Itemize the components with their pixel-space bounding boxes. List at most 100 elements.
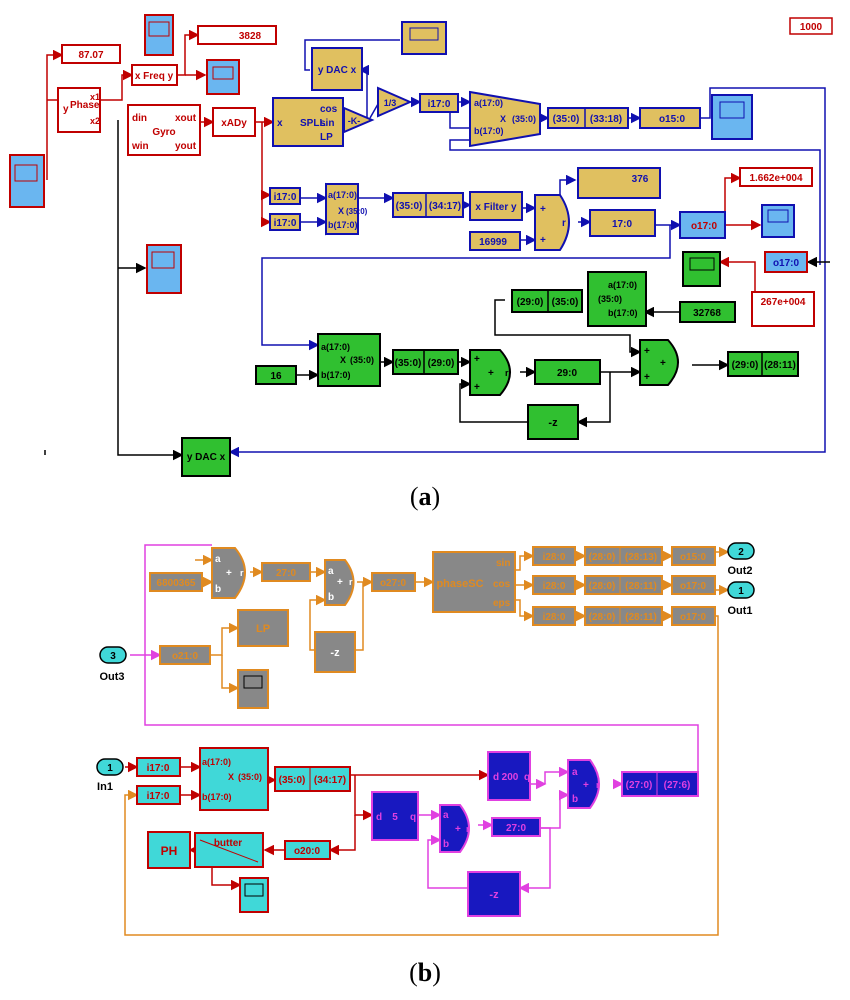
svg-text:win: win <box>131 141 149 152</box>
svg-text:16999: 16999 <box>479 237 507 248</box>
block-o15: o15:0 <box>671 546 716 566</box>
block-mult-mid: a(17:0) X (35:0) b(17:0) <box>325 182 368 236</box>
svg-text:i28:0: i28:0 <box>543 612 566 623</box>
block-slice-mid: (35:0) (34:17) <box>392 192 464 218</box>
svg-text:b: b <box>443 839 449 850</box>
svg-text:+: + <box>644 346 650 357</box>
svg-text:x2: x2 <box>90 116 100 126</box>
block-mult-green-top: a(17:0) (35:0) b(17:0) <box>587 271 647 327</box>
svg-text:d: d <box>493 772 499 783</box>
scope-right <box>761 204 795 238</box>
display-filter: 376 <box>577 167 661 199</box>
svg-text:(35:0): (35:0) <box>512 114 536 124</box>
port-out3: 3 Out3 <box>99 646 127 683</box>
svg-text:a(17:0): a(17:0) <box>608 280 637 290</box>
block-slice-cyan: (35:0) (34:17) <box>274 766 351 792</box>
svg-text:i17:0: i17:0 <box>428 99 451 110</box>
svg-text:i17:0: i17:0 <box>147 763 170 774</box>
svg-text:376: 376 <box>632 174 649 185</box>
svg-text:i28:0: i28:0 <box>543 581 566 592</box>
svg-text:5: 5 <box>392 812 398 823</box>
svg-text:Phase: Phase <box>70 100 100 111</box>
display-phase: 87.07 <box>61 44 121 64</box>
block-o15: o15:0 <box>639 107 701 129</box>
port-in1: 1 In1 <box>96 758 124 793</box>
block-dac-top: y DAC x <box>311 47 363 91</box>
svg-text:6800365: 6800365 <box>157 578 196 589</box>
block-delay-green: -z <box>527 404 579 440</box>
block-const-green: 32768 <box>679 301 736 323</box>
svg-text:o21:0: o21:0 <box>172 651 199 662</box>
block-delay-navy: -z <box>467 871 521 917</box>
block-mult-cyan: a(17:0) X (35:0) b(17:0) <box>199 747 269 811</box>
block-slice-28-11-b: (28:0)(28:11) <box>584 606 663 626</box>
svg-text:o17:0: o17:0 <box>680 612 707 623</box>
svg-text:cos: cos <box>320 104 338 115</box>
block-div3: 1/3 <box>377 86 413 118</box>
svg-text:b(17:0): b(17:0) <box>202 792 232 802</box>
svg-text:a: a <box>572 767 578 778</box>
svg-text:o17:0: o17:0 <box>773 258 800 269</box>
block-phase: y Phase x1 x2 <box>57 87 101 133</box>
block-convert-27: 27:0 <box>261 562 311 582</box>
block-adder-gold: + r + <box>534 194 570 251</box>
svg-text:(28:11): (28:11) <box>625 612 657 623</box>
svg-text:sin: sin <box>320 118 334 129</box>
block-adder-navy-2: a + r b <box>567 759 600 809</box>
svg-text:+: + <box>226 568 232 579</box>
svg-text:sin: sin <box>496 558 510 569</box>
caption-b: (b) <box>409 958 441 987</box>
svg-text:Out1: Out1 <box>727 605 752 617</box>
block-adder-green-right: + + + <box>639 339 679 386</box>
svg-text:phaseSC: phaseSC <box>436 578 483 590</box>
svg-text:y: y <box>63 104 69 115</box>
block-o21: o21:0 <box>159 645 211 665</box>
svg-text:o15:0: o15:0 <box>659 114 686 125</box>
svg-text:i17:0: i17:0 <box>274 218 297 229</box>
block-delay-gray: -z <box>314 631 356 673</box>
figure-b: 6800365 a + r b 27:0 a + r b o27:0 phase… <box>96 542 755 936</box>
svg-text:(28:11): (28:11) <box>625 581 657 592</box>
block-spll: x SPLL cos sin LP <box>272 97 344 147</box>
wires-a <box>44 29 830 461</box>
display-top-center <box>401 21 447 55</box>
svg-text:3: 3 <box>110 651 116 662</box>
block-i17-cyan-a: i17:0 <box>136 757 181 777</box>
svg-text:b(17:0): b(17:0) <box>328 220 358 230</box>
svg-text:(29:0): (29:0) <box>517 297 544 308</box>
block-ph: PH <box>147 831 191 869</box>
svg-text:(35:0): (35:0) <box>552 297 579 308</box>
svg-text:PH: PH <box>161 844 178 858</box>
display-right-top: 1.662e+004 <box>739 167 813 187</box>
block-const-16999: 16999 <box>469 231 521 251</box>
svg-text:y DAC x: y DAC x <box>187 452 226 463</box>
svg-text:In1: In1 <box>97 781 113 793</box>
svg-text:+: + <box>583 780 589 791</box>
svg-text:d: d <box>376 812 382 823</box>
svg-text:LP: LP <box>320 132 333 143</box>
svg-text:xout: xout <box>175 113 197 124</box>
block-mult-top: a(17:0) X (35:0) b(17:0) <box>469 90 541 148</box>
block-lp: LP <box>237 609 289 647</box>
block-adder-gray-2: a + r b <box>324 559 355 606</box>
svg-text:+: + <box>540 204 546 215</box>
svg-text:r: r <box>240 568 244 578</box>
svg-text:1/3: 1/3 <box>384 98 397 108</box>
svg-text:(35:0): (35:0) <box>238 772 262 782</box>
svg-text:29:0: 29:0 <box>557 368 577 379</box>
svg-text:+: + <box>337 577 343 588</box>
svg-text:y DAC x: y DAC x <box>318 65 357 76</box>
svg-text:X: X <box>340 355 346 365</box>
block-o17-a: o17:0 <box>671 575 716 595</box>
svg-text:(34:17): (34:17) <box>429 201 461 212</box>
svg-text:r: r <box>562 218 566 229</box>
scope-mid <box>206 59 240 95</box>
svg-text:r: r <box>596 780 600 790</box>
svg-text:xADy: xADy <box>221 118 247 129</box>
display-freq: 3828 <box>197 25 277 45</box>
svg-text:-z: -z <box>548 417 558 429</box>
block-scope-gray <box>237 669 269 709</box>
svg-text:(35:0): (35:0) <box>346 207 368 216</box>
svg-text:q: q <box>410 812 416 823</box>
svg-text:x1: x1 <box>90 92 100 102</box>
